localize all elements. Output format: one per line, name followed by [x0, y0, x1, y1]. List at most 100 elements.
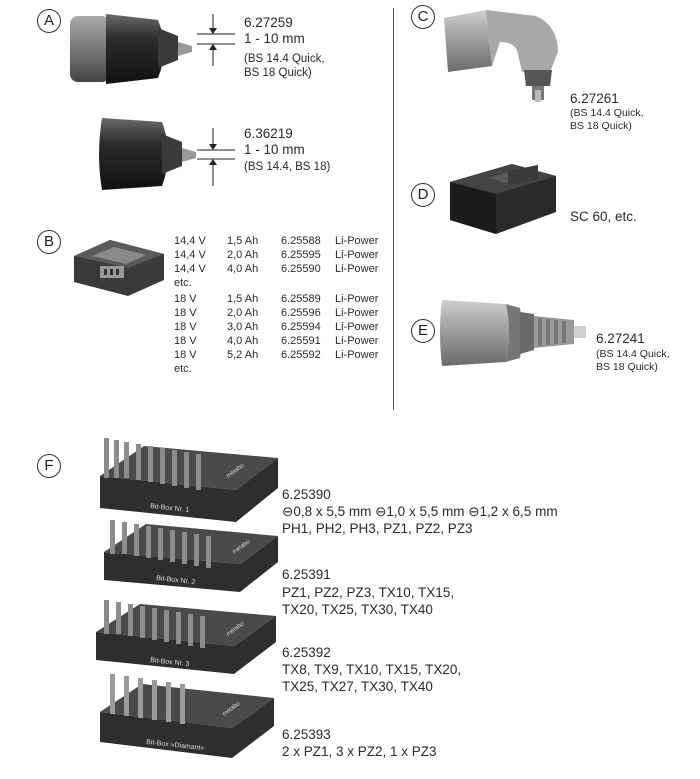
section-a-badge: A [37, 9, 61, 33]
slot-size-1: 0,8 x 5,5 mm [293, 504, 372, 519]
battery-type: Li-Power [335, 235, 379, 247]
battery-volt: 18 V [174, 335, 197, 347]
slot-icon: ⊖ [282, 504, 294, 519]
bit-box-4-image: Bit-Box »Diamant« metabo [100, 674, 274, 758]
section-e-badge: E [411, 319, 435, 343]
battery-volt: 18 V [174, 349, 197, 361]
keyless-chuck-small-image [99, 118, 196, 190]
bit-box-4-bits: 2 x PZ1, 3 x PZ2, 1 x PZ3 [282, 744, 437, 759]
slot-size-2: 1,0 x 5,5 mm [386, 504, 465, 519]
battery-type: Li-Power [335, 307, 379, 319]
table-row: 18 V 3,0 Ah 6.25594 Li-Power [174, 320, 378, 334]
chuck-1-note1: (BS 14.4 Quick, [244, 53, 325, 65]
keyless-chuck-large-image [70, 14, 192, 84]
chuck-2-number: 6.36219 [244, 126, 293, 141]
battery-capacity: 4,0 Ah [227, 263, 259, 275]
table-row: 18 V 1,5 Ah 6.25589 Li-Power [174, 292, 378, 306]
slot-icon: ⊖ [468, 504, 480, 519]
section-f-label: F [44, 457, 54, 474]
bit-box-1-image: Bit-Box Nr. 1 metabo [100, 438, 278, 522]
bit-box-2-number: 6.25391 [282, 567, 331, 582]
section-c-badge: C [411, 5, 435, 29]
bit-box-2-image: Bit-Box Nr. 2 metabo [104, 520, 278, 592]
bit-box-3-number: 6.25392 [282, 645, 331, 660]
quick-bit-holder-image [440, 300, 586, 366]
table-row: 14,4 V 4,0 Ah 6.25590 Li-Power [174, 262, 378, 276]
battery-number: 6.25595 [281, 249, 321, 261]
section-e-label: E [417, 322, 428, 339]
battery-type: Li-Power [335, 321, 379, 333]
section-b-label: B [43, 233, 54, 250]
battery-volt: 14,4 V [174, 263, 206, 275]
chuck-1-number: 6.27259 [244, 15, 293, 30]
chuck-2-range: 1 - 10 mm [244, 142, 305, 157]
bit-holder-note1: (BS 14.4 Quick, [596, 348, 670, 360]
table-row: 18 V 4,0 Ah 6.25591 Li-Power [174, 334, 378, 348]
battery-number: 6.25596 [281, 307, 321, 319]
bit-box-1-number: 6.25390 [282, 487, 331, 502]
charger-text: SC 60, etc. [570, 209, 637, 224]
bit-holder-number: 6.27241 [596, 331, 645, 346]
bit-box-3-bits-line2: TX25, TX27, TX30, TX40 [282, 679, 433, 694]
slot-size-3: 1,2 x 6,5 mm [479, 504, 558, 519]
section-c-label: C [417, 8, 429, 25]
battery-volt: 14,4 V [174, 249, 206, 261]
battery-number: 6.25588 [281, 235, 321, 247]
bit-box-2-imprint: Bit-Box Nr. 2 [156, 575, 196, 586]
angle-attachment-note2: BS 18 Quick) [570, 120, 632, 132]
bit-box-4-number: 6.25393 [282, 727, 331, 742]
table-row: 14,4 V 1,5 Ah 6.25588 Li-Power [174, 234, 378, 248]
battery-type: Li-Power [335, 349, 379, 361]
battery-volt: 14,4 V [174, 235, 206, 247]
bit-box-1-bits: PH1, PH2, PH3, PZ1, PZ2, PZ3 [282, 521, 473, 536]
slot-icon: ⊖ [375, 504, 387, 519]
section-b-badge: B [37, 230, 61, 254]
chuck-1-range: 1 - 10 mm [244, 31, 305, 46]
column-divider [393, 8, 394, 410]
table-row: 18 V 2,0 Ah 6.25596 Li-Power [174, 306, 378, 320]
angle-attachment-note1: (BS 14.4 Quick, [570, 107, 644, 119]
battery-number: 6.25591 [281, 335, 321, 347]
chuck-diameter-marker-2 [197, 128, 235, 186]
battery-capacity: 5,2 Ah [227, 349, 259, 361]
section-d-label: D [417, 186, 429, 203]
battery-capacity: 3,0 Ah [227, 321, 259, 333]
bit-box-3-bits-line1: TX8, TX9, TX10, TX15, TX20, [282, 662, 462, 677]
bit-box-1-imprint: Bit-Box Nr. 1 [150, 503, 190, 514]
battery-volt: 18 V [174, 307, 197, 319]
battery-number: 6.25590 [281, 263, 321, 275]
angle-attachment-number: 6.27261 [570, 91, 619, 106]
chuck-1-note2: BS 18 Quick) [244, 67, 312, 79]
battery-capacity: 4,0 Ah [227, 335, 259, 347]
battery-pack-image [74, 240, 164, 296]
battery-volt: 18 V [174, 293, 197, 305]
battery-volt: 18 V [174, 321, 197, 333]
battery-type: Li-Power [335, 335, 379, 347]
battery-capacity: 2,0 Ah [227, 307, 259, 319]
battery-capacity: 1,5 Ah [227, 235, 259, 247]
battery-type: Li-Power [335, 249, 379, 261]
battery-type: Li-Power [335, 293, 379, 305]
chuck-2-note1: (BS 14.4, BS 18) [244, 161, 331, 173]
battery-capacity: 1,5 Ah [227, 293, 259, 305]
battery-number: 6.25594 [281, 321, 321, 333]
bit-box-3-imprint: Bit-Box Nr. 3 [150, 657, 190, 668]
section-f-badge: F [37, 454, 61, 478]
battery-etc: etc. [174, 277, 192, 289]
angle-attachment-image [444, 10, 558, 102]
bit-box-2-bits-line1: PZ1, PZ2, PZ3, TX10, TX15, [282, 585, 455, 600]
battery-type: Li-Power [335, 263, 379, 275]
bit-holder-note2: BS 18 Quick) [596, 361, 658, 373]
battery-capacity: 2,0 Ah [227, 249, 259, 261]
table-row: 18 V 5,2 Ah 6.25592 Li-Power [174, 348, 378, 362]
table-row: 14,4 V 2,0 Ah 6.25595 Li-Power [174, 248, 378, 262]
bit-box-1-slots: ⊖0,8 x 5,5 mm ⊖1,0 x 5,5 mm ⊖1,2 x 6,5 m… [282, 503, 558, 520]
battery-number: 6.25589 [281, 293, 321, 305]
battery-number: 6.25592 [281, 349, 321, 361]
bit-box-2-bits-line2: TX20, TX25, TX30, TX40 [282, 602, 433, 617]
battery-etc: etc. [174, 363, 192, 375]
section-d-badge: D [411, 183, 435, 207]
bit-box-3-image: Bit-Box Nr. 3 metabo [96, 600, 276, 674]
